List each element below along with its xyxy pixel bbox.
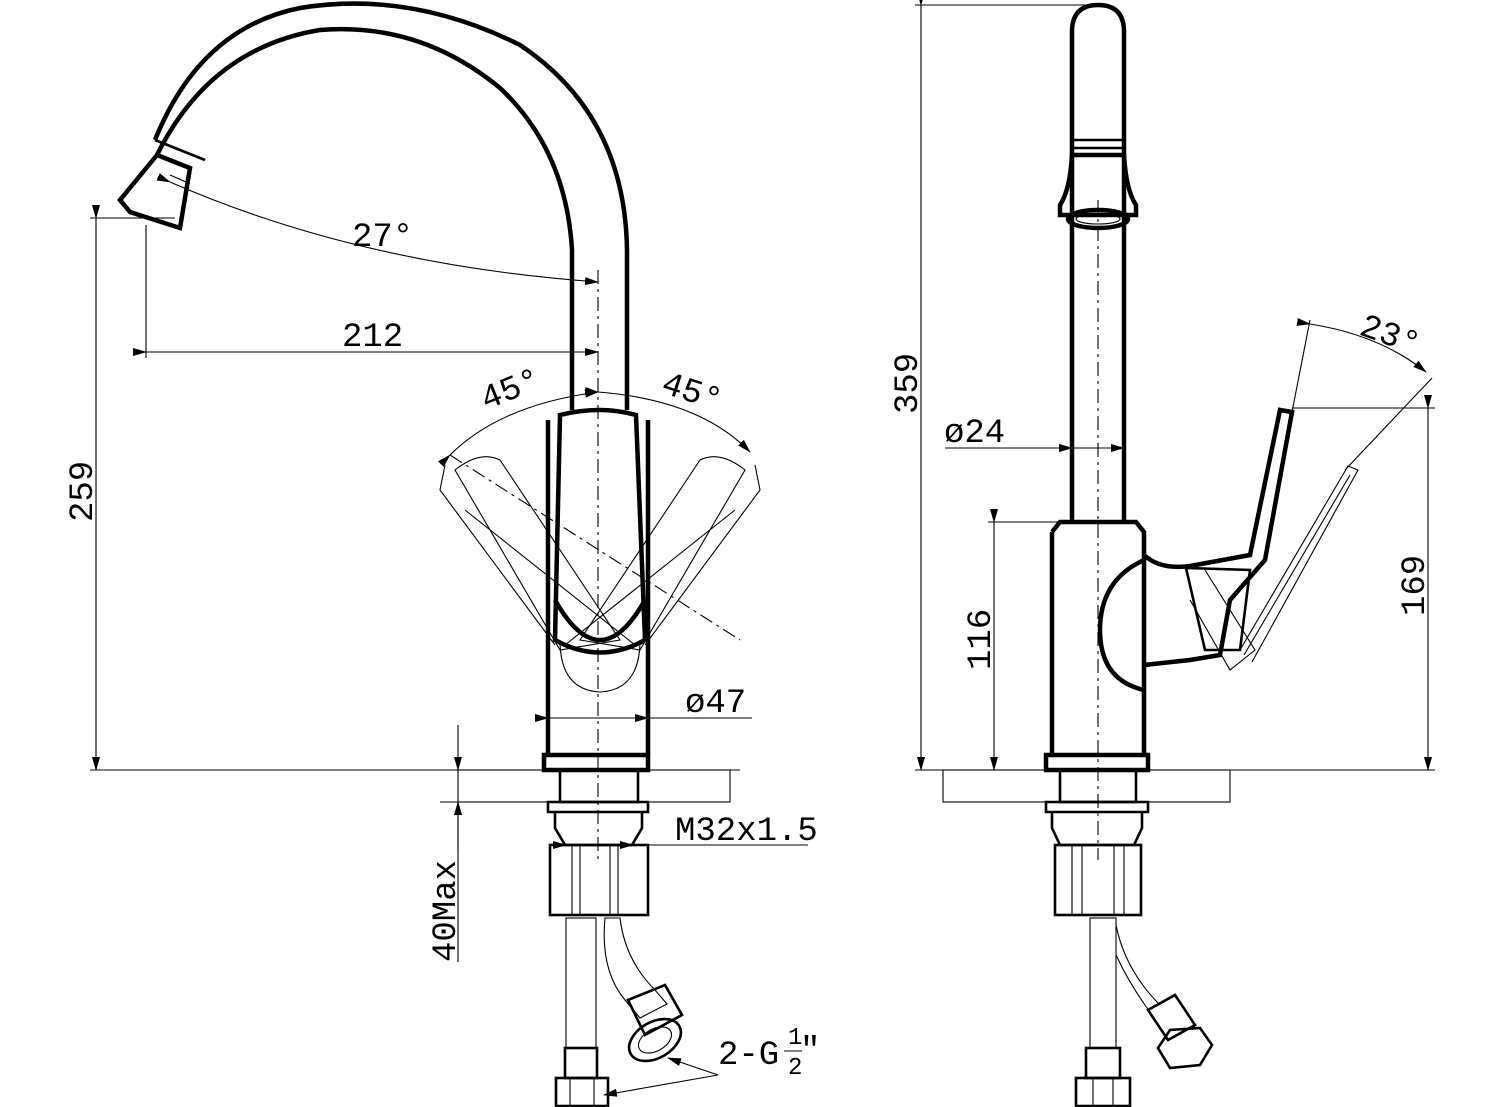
mount-thickness-label: 40Max <box>428 860 466 962</box>
body-height-label: 116 <box>963 609 1001 670</box>
connection-inch-mark: ″ <box>800 1033 820 1071</box>
side-view: 359 ø24 116 169 23° <box>890 0 1435 1107</box>
total-height-dimension: 359 <box>890 0 1098 771</box>
spout-angle-label: 27° <box>352 219 413 257</box>
thread-label: M32x1.5 <box>675 813 818 851</box>
handle-angle-right-label: 45° <box>657 366 727 421</box>
connection-fraction-denominator: 2 <box>788 1055 802 1082</box>
countertop-front <box>457 769 731 803</box>
lever-angle-dimension: 23° <box>1291 309 1433 471</box>
spout-reach-label: 212 <box>342 319 403 357</box>
height-dimension: 259 <box>65 205 458 771</box>
supply-hoses-side <box>1074 917 1214 1107</box>
lever-handle-front <box>439 407 761 655</box>
total-height-label: 359 <box>890 353 928 414</box>
lever-height-label: 169 <box>1397 555 1435 616</box>
spout-diameter-dimension: ø24 <box>944 415 1125 453</box>
mount-thickness-dimension: 40Max <box>428 725 560 962</box>
connection-dimension: 2-G 1 2 ″ <box>603 1025 820 1097</box>
connection-label: 2-G <box>718 1037 779 1075</box>
body-height-dimension: 116 <box>963 509 1062 771</box>
height-label: 259 <box>65 461 103 522</box>
lever-height-dimension: 169 <box>1230 395 1435 771</box>
connection-fraction-numerator: 1 <box>788 1025 802 1052</box>
body-side <box>1043 407 1359 917</box>
handle-angle-left-label: 45° <box>476 362 547 420</box>
spout-angle-dimension: 27° <box>156 173 599 286</box>
lever-angle-label: 23° <box>1354 309 1425 366</box>
spout-front <box>117 1 630 410</box>
front-view: 27° 212 45° 45° ø47 259 <box>65 1 820 1107</box>
thread-dimension: M32x1.5 <box>553 813 818 851</box>
body-diameter-label: ø47 <box>685 685 746 723</box>
countertop-side <box>942 769 1231 803</box>
supply-hoses-front <box>554 917 684 1107</box>
spout-diameter-label: ø24 <box>944 415 1005 453</box>
body-diameter-dimension: ø47 <box>535 685 752 723</box>
spout-reach-dimension: 212 <box>133 225 599 358</box>
